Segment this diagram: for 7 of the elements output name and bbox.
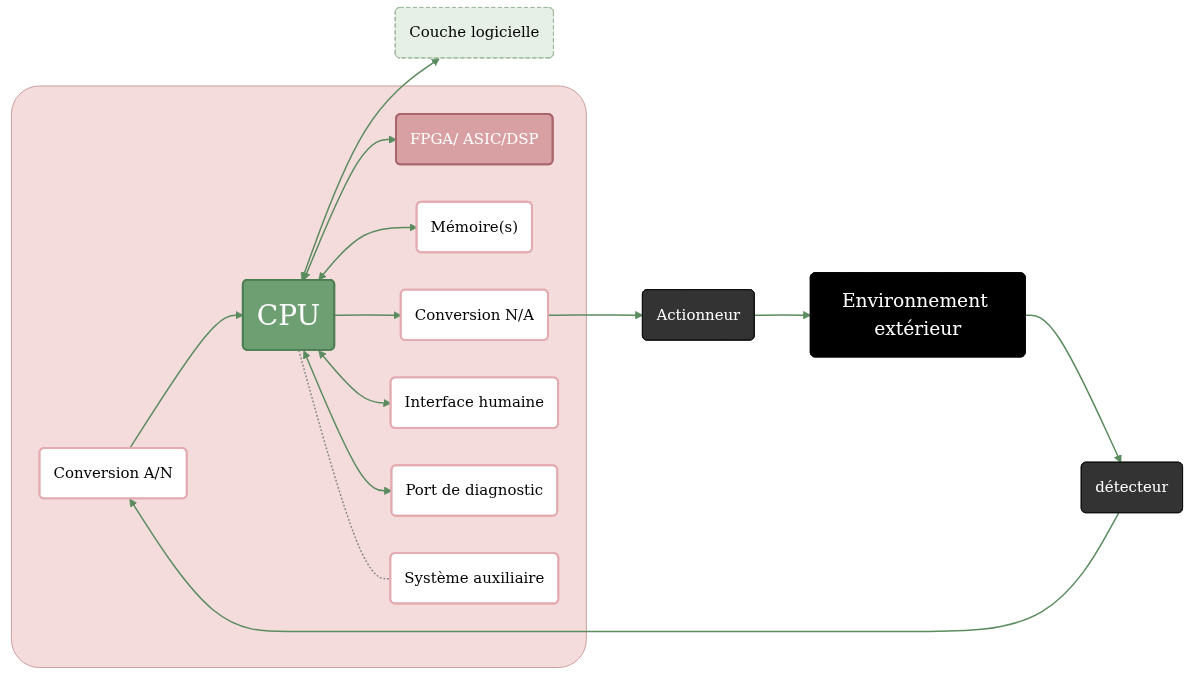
arrow: [129, 498, 1120, 633]
connector: [298, 349, 392, 580]
arrow: [1024, 314, 1122, 464]
cluster: [10, 85, 587, 668]
arrow: [547, 311, 644, 320]
arrow: [300, 58, 440, 281]
arrow: [754, 311, 812, 320]
